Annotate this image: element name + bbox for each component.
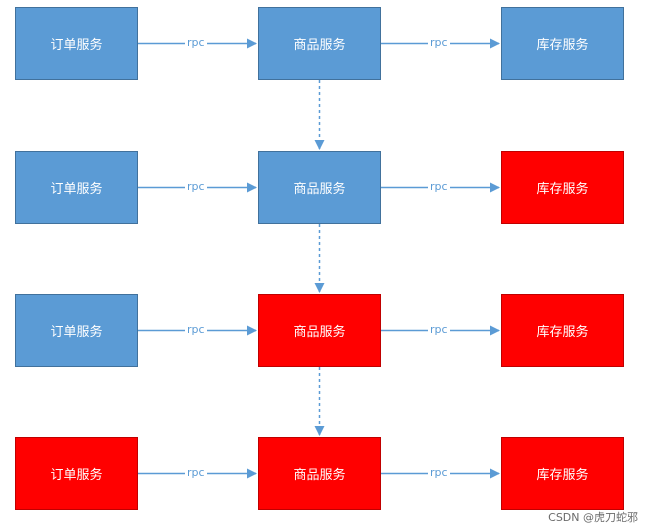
service-node: 订单服务: [15, 151, 138, 224]
rpc-label: rpc: [185, 322, 207, 336]
service-node: 商品服务: [258, 294, 381, 367]
service-node: 订单服务: [15, 437, 138, 510]
rpc-label: rpc: [185, 35, 207, 49]
service-node: 商品服务: [258, 151, 381, 224]
service-node: 库存服务: [501, 7, 624, 80]
service-node: 库存服务: [501, 437, 624, 510]
service-node: 库存服务: [501, 151, 624, 224]
rpc-label: rpc: [428, 179, 450, 193]
rpc-label: rpc: [185, 179, 207, 193]
service-node: 订单服务: [15, 7, 138, 80]
rpc-label: rpc: [185, 465, 207, 479]
rpc-label: rpc: [428, 322, 450, 336]
service-node: 库存服务: [501, 294, 624, 367]
watermark: CSDN @虎刀蛇邪: [548, 511, 638, 524]
service-node: 商品服务: [258, 437, 381, 510]
rpc-label: rpc: [428, 35, 450, 49]
service-node: 订单服务: [15, 294, 138, 367]
rpc-label: rpc: [428, 465, 450, 479]
service-node: 商品服务: [258, 7, 381, 80]
